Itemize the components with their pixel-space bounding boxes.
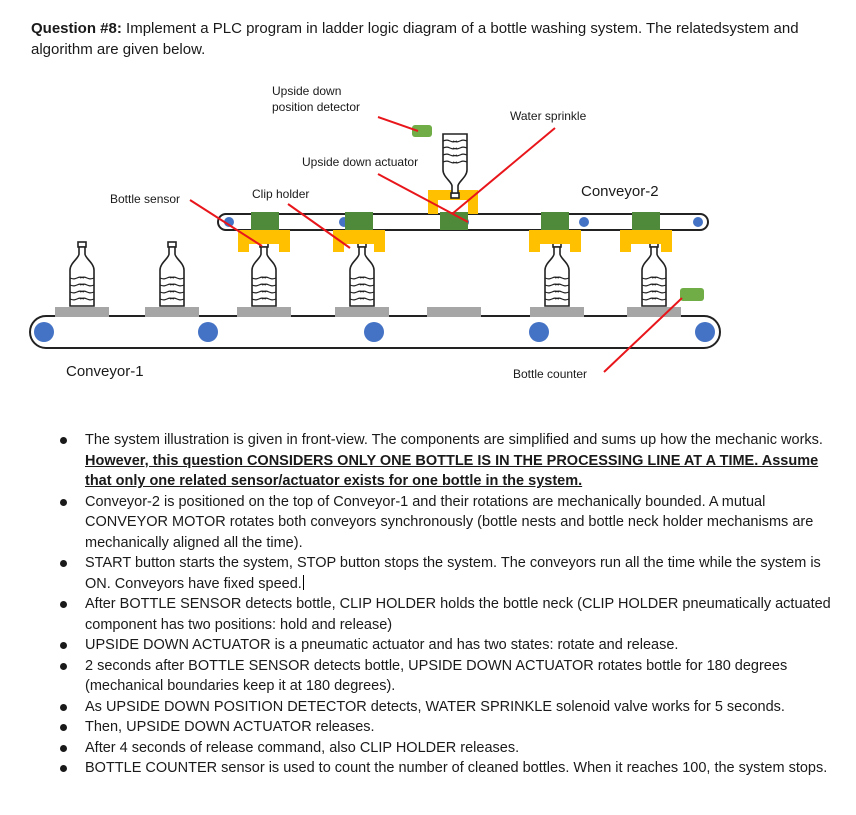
pointer-line	[603, 297, 683, 373]
list-item-text: Then, UPSIDE DOWN ACTUATOR releases.	[85, 719, 375, 735]
label-upside-down-actuator: Upside down actuator	[302, 155, 418, 169]
bottle-nest	[627, 307, 681, 317]
list-item: After BOTTLE SENSOR detects bottle, CLIP…	[60, 594, 840, 635]
bullet-icon	[60, 744, 67, 752]
requirements-list: The system illustration is given in fron…	[60, 430, 840, 779]
bottle-counter-sensor-icon	[680, 288, 704, 301]
bullet-icon	[60, 437, 67, 444]
label-conveyor-2: Conveyor-2	[581, 183, 659, 200]
pointer-line	[287, 203, 351, 249]
question-label: Question #8:	[31, 20, 122, 37]
bullet-icon	[60, 560, 67, 567]
clip-holder	[238, 212, 290, 252]
pointer-line	[377, 116, 419, 132]
bottle-nest	[237, 307, 291, 317]
bullet-icon	[60, 601, 67, 608]
list-item: As UPSIDE DOWN POSITION DETECTOR detects…	[60, 697, 840, 718]
clip-holder	[620, 212, 672, 252]
label-upside-down-position-detector: position detector	[272, 100, 360, 114]
pointer-line	[451, 127, 556, 215]
pointer-line	[189, 199, 263, 247]
list-item-emphasis: However, this question CONSIDERS ONLY ON…	[85, 452, 819, 490]
bottle-icon	[69, 241, 95, 307]
list-item-text: 2 seconds after BOTTLE SENSOR detects bo…	[85, 657, 788, 695]
label-upside-down-position-detector: Upside down	[272, 84, 341, 98]
list-item: 2 seconds after BOTTLE SENSOR detects bo…	[60, 656, 840, 697]
conveyor-1-roller	[529, 322, 549, 342]
bullet-icon	[60, 765, 67, 772]
bottle-nest	[145, 307, 199, 317]
question-heading: Question #8: Implement a PLC program in …	[31, 18, 821, 60]
label-bottle-counter: Bottle counter	[513, 367, 587, 381]
clip-holder-rotated	[428, 190, 478, 230]
list-item-text: START button starts the system, STOP but…	[85, 555, 821, 592]
conveyor-2-roller	[579, 217, 589, 227]
list-item: After 4 seconds of release command, also…	[60, 738, 840, 759]
bottle-icon	[251, 241, 277, 307]
bullet-icon	[60, 703, 67, 711]
conveyor-2-roller	[693, 217, 703, 227]
conveyor-1-roller	[364, 322, 384, 342]
bullet-icon	[60, 642, 67, 649]
list-item-text: As UPSIDE DOWN POSITION DETECTOR detects…	[85, 698, 785, 715]
text-cursor	[302, 574, 304, 590]
label-water-sprinkle: Water sprinkle	[510, 109, 587, 123]
bullet-icon	[60, 498, 67, 506]
list-item-text: Conveyor-2 is positioned on the top of C…	[85, 493, 814, 551]
list-item: The system illustration is given in fron…	[60, 430, 840, 492]
upside-down-position-detector-icon	[412, 125, 432, 137]
bottle-nest	[55, 307, 109, 317]
list-item-text: After 4 seconds of release command, also…	[85, 739, 520, 756]
list-item: BOTTLE COUNTER sensor is used to count t…	[60, 758, 840, 779]
label-clip-holder: Clip holder	[252, 187, 309, 201]
conveyor-1-roller	[198, 322, 218, 342]
conveyor-1-roller	[34, 322, 54, 342]
list-item: START button starts the system, STOP but…	[60, 553, 840, 594]
clip-holder	[529, 212, 581, 252]
pointer-line	[377, 173, 469, 223]
bottle-nest	[427, 307, 481, 317]
list-item: Then, UPSIDE DOWN ACTUATOR releases.	[60, 717, 840, 738]
upside-down-bottle-icon	[442, 133, 468, 199]
list-item-text: UPSIDE DOWN ACTUATOR is a pneumatic actu…	[85, 637, 679, 653]
label-conveyor-1: Conveyor-1	[66, 363, 144, 380]
bottle-icon	[349, 241, 375, 307]
question-text: Implement a PLC program in ladder logic …	[31, 20, 799, 58]
bottle-nest	[335, 307, 389, 317]
list-item: Conveyor-2 is positioned on the top of C…	[60, 492, 840, 554]
bottle-nest	[530, 307, 584, 317]
bullet-icon	[60, 724, 67, 731]
list-item: UPSIDE DOWN ACTUATOR is a pneumatic actu…	[60, 635, 840, 656]
system-diagram: Upside down position detector Water spri…	[29, 84, 721, 381]
label-bottle-sensor: Bottle sensor	[110, 192, 180, 206]
list-item-text: The system illustration is given in fron…	[85, 432, 823, 448]
bullet-icon	[60, 662, 67, 670]
bottle-icon	[544, 241, 570, 307]
list-item-text: BOTTLE COUNTER sensor is used to count t…	[85, 760, 828, 776]
list-item-text: After BOTTLE SENSOR detects bottle, CLIP…	[85, 596, 831, 633]
bottle-icon	[159, 241, 185, 307]
conveyor-1-roller	[695, 322, 715, 342]
clip-holder	[333, 212, 385, 252]
